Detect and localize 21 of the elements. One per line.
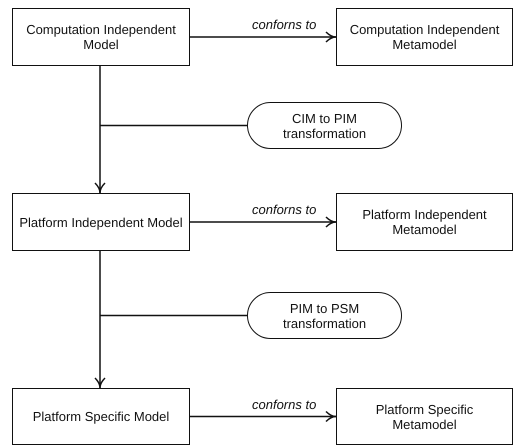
- node-label: Platform Independent Metamodel: [361, 207, 488, 237]
- edge-label: conforns to: [251, 202, 318, 217]
- edge-label: conforns to: [251, 17, 318, 32]
- transformation-pill: [247, 102, 402, 149]
- edge-label: conforns to: [251, 396, 318, 412]
- model-box: [336, 388, 513, 445]
- node-label: Platform Specific Metamodel: [374, 402, 474, 432]
- node-label: CIM to PIM transformation: [282, 110, 368, 140]
- node-label: PIM to PSM transformation: [282, 300, 368, 330]
- node-label: Computation Independent Model: [25, 22, 177, 52]
- model-box: [12, 8, 190, 66]
- connector-line: [100, 124, 247, 126]
- node-label: Computation Independent Metamodel: [348, 22, 500, 52]
- model-box: [12, 193, 190, 251]
- model-box: [12, 388, 190, 445]
- connector-line: [100, 314, 247, 316]
- node-label: Platform Independent Model: [19, 214, 183, 230]
- transformation-pill: [247, 292, 402, 339]
- model-box: [336, 8, 513, 66]
- model-box: [336, 193, 513, 251]
- node-label: Platform Specific Model: [32, 409, 170, 424]
